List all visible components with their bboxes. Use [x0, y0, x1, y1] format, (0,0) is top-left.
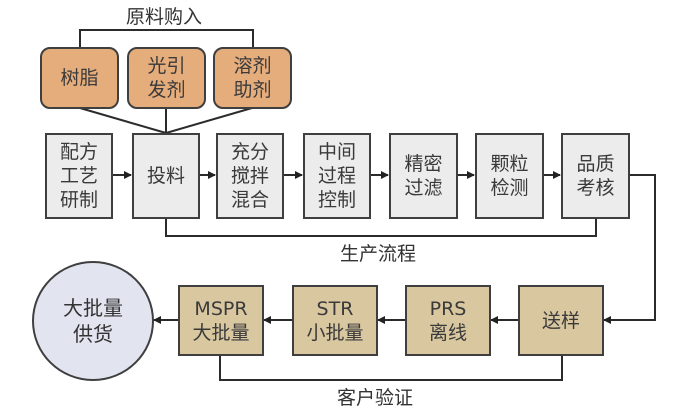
box-text: 大批量 — [192, 321, 250, 344]
box-text: 小批量 — [306, 321, 364, 344]
production-bracket — [165, 218, 597, 237]
step-process-control[interactable]: 中间过程控制 — [303, 133, 371, 219]
customer-validation-title: 客户验证 — [337, 387, 414, 409]
box-text: PRS — [429, 297, 467, 320]
box-text: 品质 — [576, 153, 615, 175]
box-text: 混合 — [230, 189, 269, 211]
box-text: 过程 — [317, 165, 356, 187]
box-text: 精密 — [404, 153, 443, 175]
step-formula-development[interactable]: 配方工艺研制 — [45, 133, 113, 219]
box-text: 供货 — [73, 322, 113, 346]
box-text: 光引 — [147, 55, 186, 77]
customer-bracket — [219, 355, 563, 381]
step-quality-assessment[interactable]: 品质考核 — [561, 133, 630, 219]
step-precision-filtration[interactable]: 精密过滤 — [389, 133, 458, 219]
box-text: 控制 — [317, 189, 356, 211]
box-text: 树脂 — [60, 67, 99, 89]
box-text: 助剂 — [233, 79, 272, 101]
box-text: 充分 — [230, 141, 269, 163]
box-text: 大批量 — [63, 296, 123, 320]
box-text: 中间 — [317, 141, 356, 163]
box-text: 工艺 — [59, 165, 98, 187]
arrow-qc-to-sample — [603, 174, 656, 324]
final-mass-supply[interactable]: 大批量供货 — [32, 261, 154, 381]
raw-materials-title: 原料购入 — [126, 6, 203, 28]
box-text: 离线 — [428, 321, 467, 344]
step-feeding[interactable]: 投料 — [132, 133, 200, 219]
raw-material-photoinitiator[interactable]: 光引发剂 — [127, 47, 206, 109]
box-text: 配方 — [59, 141, 98, 163]
box-text: 考核 — [576, 177, 615, 199]
box-text: 过滤 — [404, 177, 443, 199]
connector-resin-to-feed — [79, 107, 167, 134]
raw-material-solvent-additive[interactable]: 溶剂助剂 — [213, 47, 292, 109]
step-particle-inspection[interactable]: 颗粒检测 — [475, 133, 544, 219]
connector-solvent-to-feed — [165, 107, 253, 134]
step-mixing[interactable]: 充分搅拌混合 — [216, 133, 284, 219]
box-text: 检测 — [490, 177, 529, 199]
box-text: 溶剂 — [233, 55, 272, 77]
box-text: 搅拌 — [230, 165, 269, 187]
box-text: MSPR — [194, 297, 248, 320]
box-text: 发剂 — [147, 79, 186, 101]
raw-materials-bracket — [79, 29, 254, 47]
box-text: 投料 — [146, 165, 185, 187]
box-text: 送样 — [541, 309, 580, 332]
box-text: STR — [316, 297, 354, 320]
box-text: 颗粒 — [490, 153, 529, 175]
box-text: 研制 — [59, 189, 98, 211]
raw-material-resin[interactable]: 树脂 — [40, 47, 119, 109]
production-title: 生产流程 — [340, 243, 417, 265]
step-sample-send[interactable]: 送样 — [518, 285, 604, 356]
